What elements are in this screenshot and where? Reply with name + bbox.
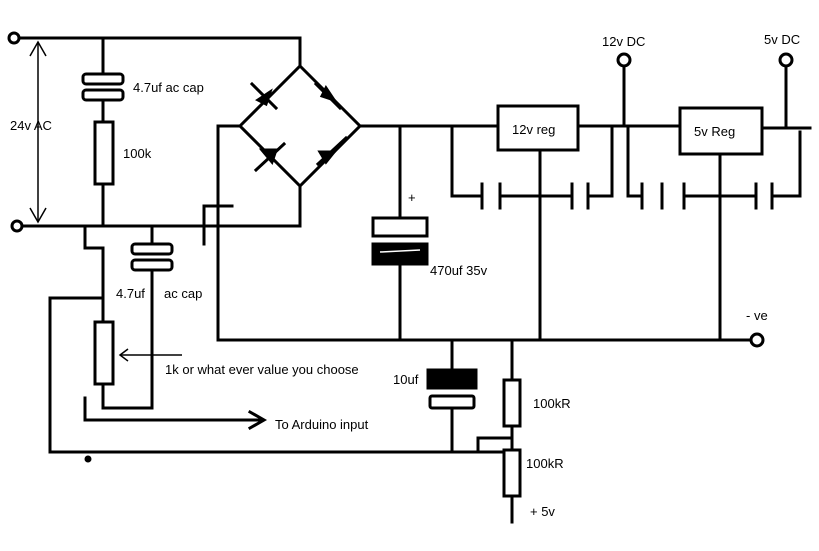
label-out5: 5v DC (764, 32, 800, 47)
regulator-12v (450, 52, 682, 342)
cap-top-plate-1 (81, 72, 125, 86)
label-negative: - ve (746, 308, 768, 323)
reg12-box (496, 104, 580, 152)
reg5-box (678, 106, 764, 156)
voltage-divider (476, 338, 522, 524)
label-cap-top: 4.7uf ac cap (133, 80, 204, 95)
cap10-plate-2 (428, 394, 476, 410)
negative-terminal (749, 332, 765, 348)
bridge-rectifier (216, 36, 500, 342)
ac-input-terminals (7, 31, 302, 233)
label-res-div2: 100kR (526, 456, 564, 471)
diode-4 (315, 135, 349, 167)
res-div-1 (502, 378, 522, 428)
terminal-12v (616, 52, 632, 68)
label-pot: 1k or what ever value you choose (165, 362, 359, 377)
label-cap10: 10uf (393, 372, 419, 387)
ground-rail (216, 332, 765, 348)
label-cap-bottom: 4.7uf (116, 286, 145, 301)
regulator-5v (678, 52, 812, 342)
label-ac-input: 24v AC (10, 118, 52, 133)
label-res-top: 100k (123, 146, 152, 161)
diode-1 (249, 81, 279, 111)
cap-10uf (426, 338, 478, 454)
label-reg5: 5v Reg (694, 124, 735, 139)
label-arduino: To Arduino input (275, 417, 369, 432)
label-plus5: + 5v (530, 504, 555, 519)
diode-2 (313, 81, 343, 111)
label-cap-bottom-suffix: ac cap (164, 286, 202, 301)
label-reg12: 12v reg (512, 122, 555, 137)
terminal-5v (778, 52, 794, 68)
electrolytic-plate-plus (371, 216, 429, 238)
potentiometer (93, 320, 115, 386)
sense-wiring (48, 224, 514, 463)
resistor-100k (93, 120, 115, 186)
label-res-div1: 100kR (533, 396, 571, 411)
electrolytic-cap (371, 124, 429, 342)
electrolytic-plate-minus (371, 242, 429, 266)
cap10-plate-1 (426, 368, 478, 390)
res-div-2 (502, 448, 522, 498)
diode-3 (253, 141, 287, 173)
top-cap-branch (81, 36, 125, 228)
label-electrolytic: 470uf 35v (430, 263, 488, 278)
label-electrolytic-plus: + (408, 190, 416, 205)
arduino-arrow (247, 409, 268, 431)
label-out12: 12v DC (602, 34, 645, 49)
cap-bottom-plate-1 (130, 242, 174, 256)
junction-stubs (202, 204, 234, 246)
